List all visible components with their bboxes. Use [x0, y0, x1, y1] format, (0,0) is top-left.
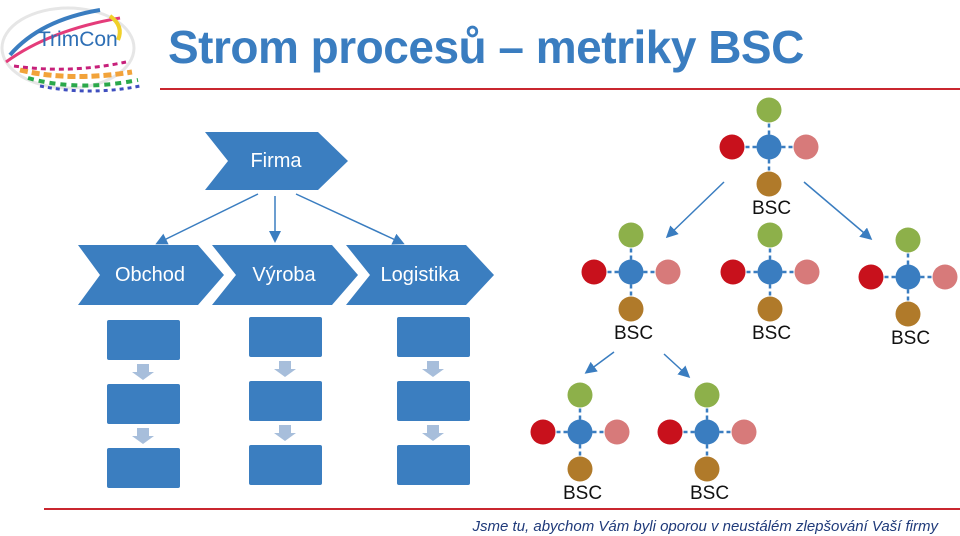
chevron-vyroba: [212, 245, 358, 305]
arrow-bsc-top-left: [665, 181, 725, 239]
bsc-node-left: [581, 259, 607, 285]
down-arrow-icon: [274, 361, 296, 377]
bsc-node-center: [757, 259, 783, 285]
bsc-node-top: [757, 222, 783, 248]
bsc-cluster-mid-left: [581, 222, 681, 322]
bsc-node-center: [694, 419, 720, 445]
bsc-node-top: [618, 222, 644, 248]
bsc-node-center: [567, 419, 593, 445]
bsc-node-right: [731, 419, 757, 445]
bsc-node-bottom: [694, 456, 720, 482]
bsc-node-right: [655, 259, 681, 285]
bsc-node-left: [858, 264, 884, 290]
chevron-obchod: [78, 245, 224, 305]
logo-swirl-graphic: [0, 6, 141, 93]
process-box-logistika-1: [397, 317, 470, 357]
arrow-bsc-left-down-right: [663, 353, 691, 379]
footer-divider: [44, 508, 960, 510]
bsc-node-top: [756, 97, 782, 123]
bsc-cluster-mid-center: [720, 222, 820, 322]
down-arrow-icon: [132, 364, 154, 380]
bsc-label-mid-left: BSC: [614, 323, 654, 344]
down-arrow-icon: [422, 361, 444, 377]
bsc-node-top: [567, 382, 593, 408]
bsc-node-center: [756, 134, 782, 160]
bsc-cluster-bottom-left: [530, 382, 630, 482]
bsc-node-right: [794, 259, 820, 285]
bsc-node-left: [530, 419, 556, 445]
process-box-vyroba-2: [249, 381, 322, 421]
bsc-label-top: BSC: [752, 198, 792, 219]
bsc-node-bottom: [757, 296, 783, 322]
arrow-bsc-top-right: [803, 181, 873, 240]
firma-label: Firma: [250, 150, 302, 172]
bsc-label-bottom-left: BSC: [563, 483, 603, 504]
bsc-cluster-bottom-right: [657, 382, 757, 482]
bsc-node-top: [895, 227, 921, 253]
process-box-logistika-2: [397, 381, 470, 421]
bsc-node-right: [932, 264, 958, 290]
bsc-node-left: [719, 134, 745, 160]
bsc-node-right: [604, 419, 630, 445]
process-down-arrows: [132, 361, 444, 444]
bsc-node-bottom: [895, 301, 921, 327]
bsc-cluster-mid-right: [858, 227, 958, 327]
down-arrow-icon: [274, 425, 296, 441]
process-box-obchod-2: [107, 384, 180, 424]
page-title: Strom procesů – metriky BSC: [168, 21, 804, 73]
bsc-node-left: [657, 419, 683, 445]
arrow-bsc-left-down-left: [584, 351, 615, 374]
bsc-node-left: [720, 259, 746, 285]
bsc-label-mid-center: BSC: [752, 323, 792, 344]
process-box-obchod-1: [107, 320, 180, 360]
obchod-label: Obchod: [114, 264, 186, 286]
footer-slogan: Jsme tu, abychom Vám byli oporou v neust…: [472, 518, 938, 535]
title-divider: [160, 88, 960, 90]
bsc-label-bottom-right: BSC: [690, 483, 730, 504]
bsc-node-center: [895, 264, 921, 290]
bsc-node-bottom: [756, 171, 782, 197]
chevron-logistika: [346, 245, 494, 305]
bsc-node-bottom: [618, 296, 644, 322]
bsc-clusters: [530, 97, 958, 482]
logo-text: TrimCon: [38, 28, 118, 51]
chevron-firma: [205, 132, 348, 190]
arrow-firma-obchod: [155, 193, 259, 245]
bsc-node-right: [793, 134, 819, 160]
bsc-label-mid-right: BSC: [891, 328, 931, 349]
vyroba-label: Výroba: [252, 264, 316, 286]
process-box-vyroba-1: [249, 317, 322, 357]
process-box-obchod-3: [107, 448, 180, 488]
logistika-label: Logistika: [380, 264, 460, 286]
bsc-node-top: [694, 382, 720, 408]
process-box-logistika-3: [397, 445, 470, 485]
trimcon-logo: TrimCon: [0, 0, 150, 100]
bsc-node-bottom: [567, 456, 593, 482]
arrow-firma-logistika: [295, 193, 405, 245]
process-box-vyroba-3: [249, 445, 322, 485]
bsc-cluster-top: [719, 97, 819, 197]
down-arrow-icon: [132, 428, 154, 444]
bsc-node-center: [618, 259, 644, 285]
down-arrow-icon: [422, 425, 444, 441]
